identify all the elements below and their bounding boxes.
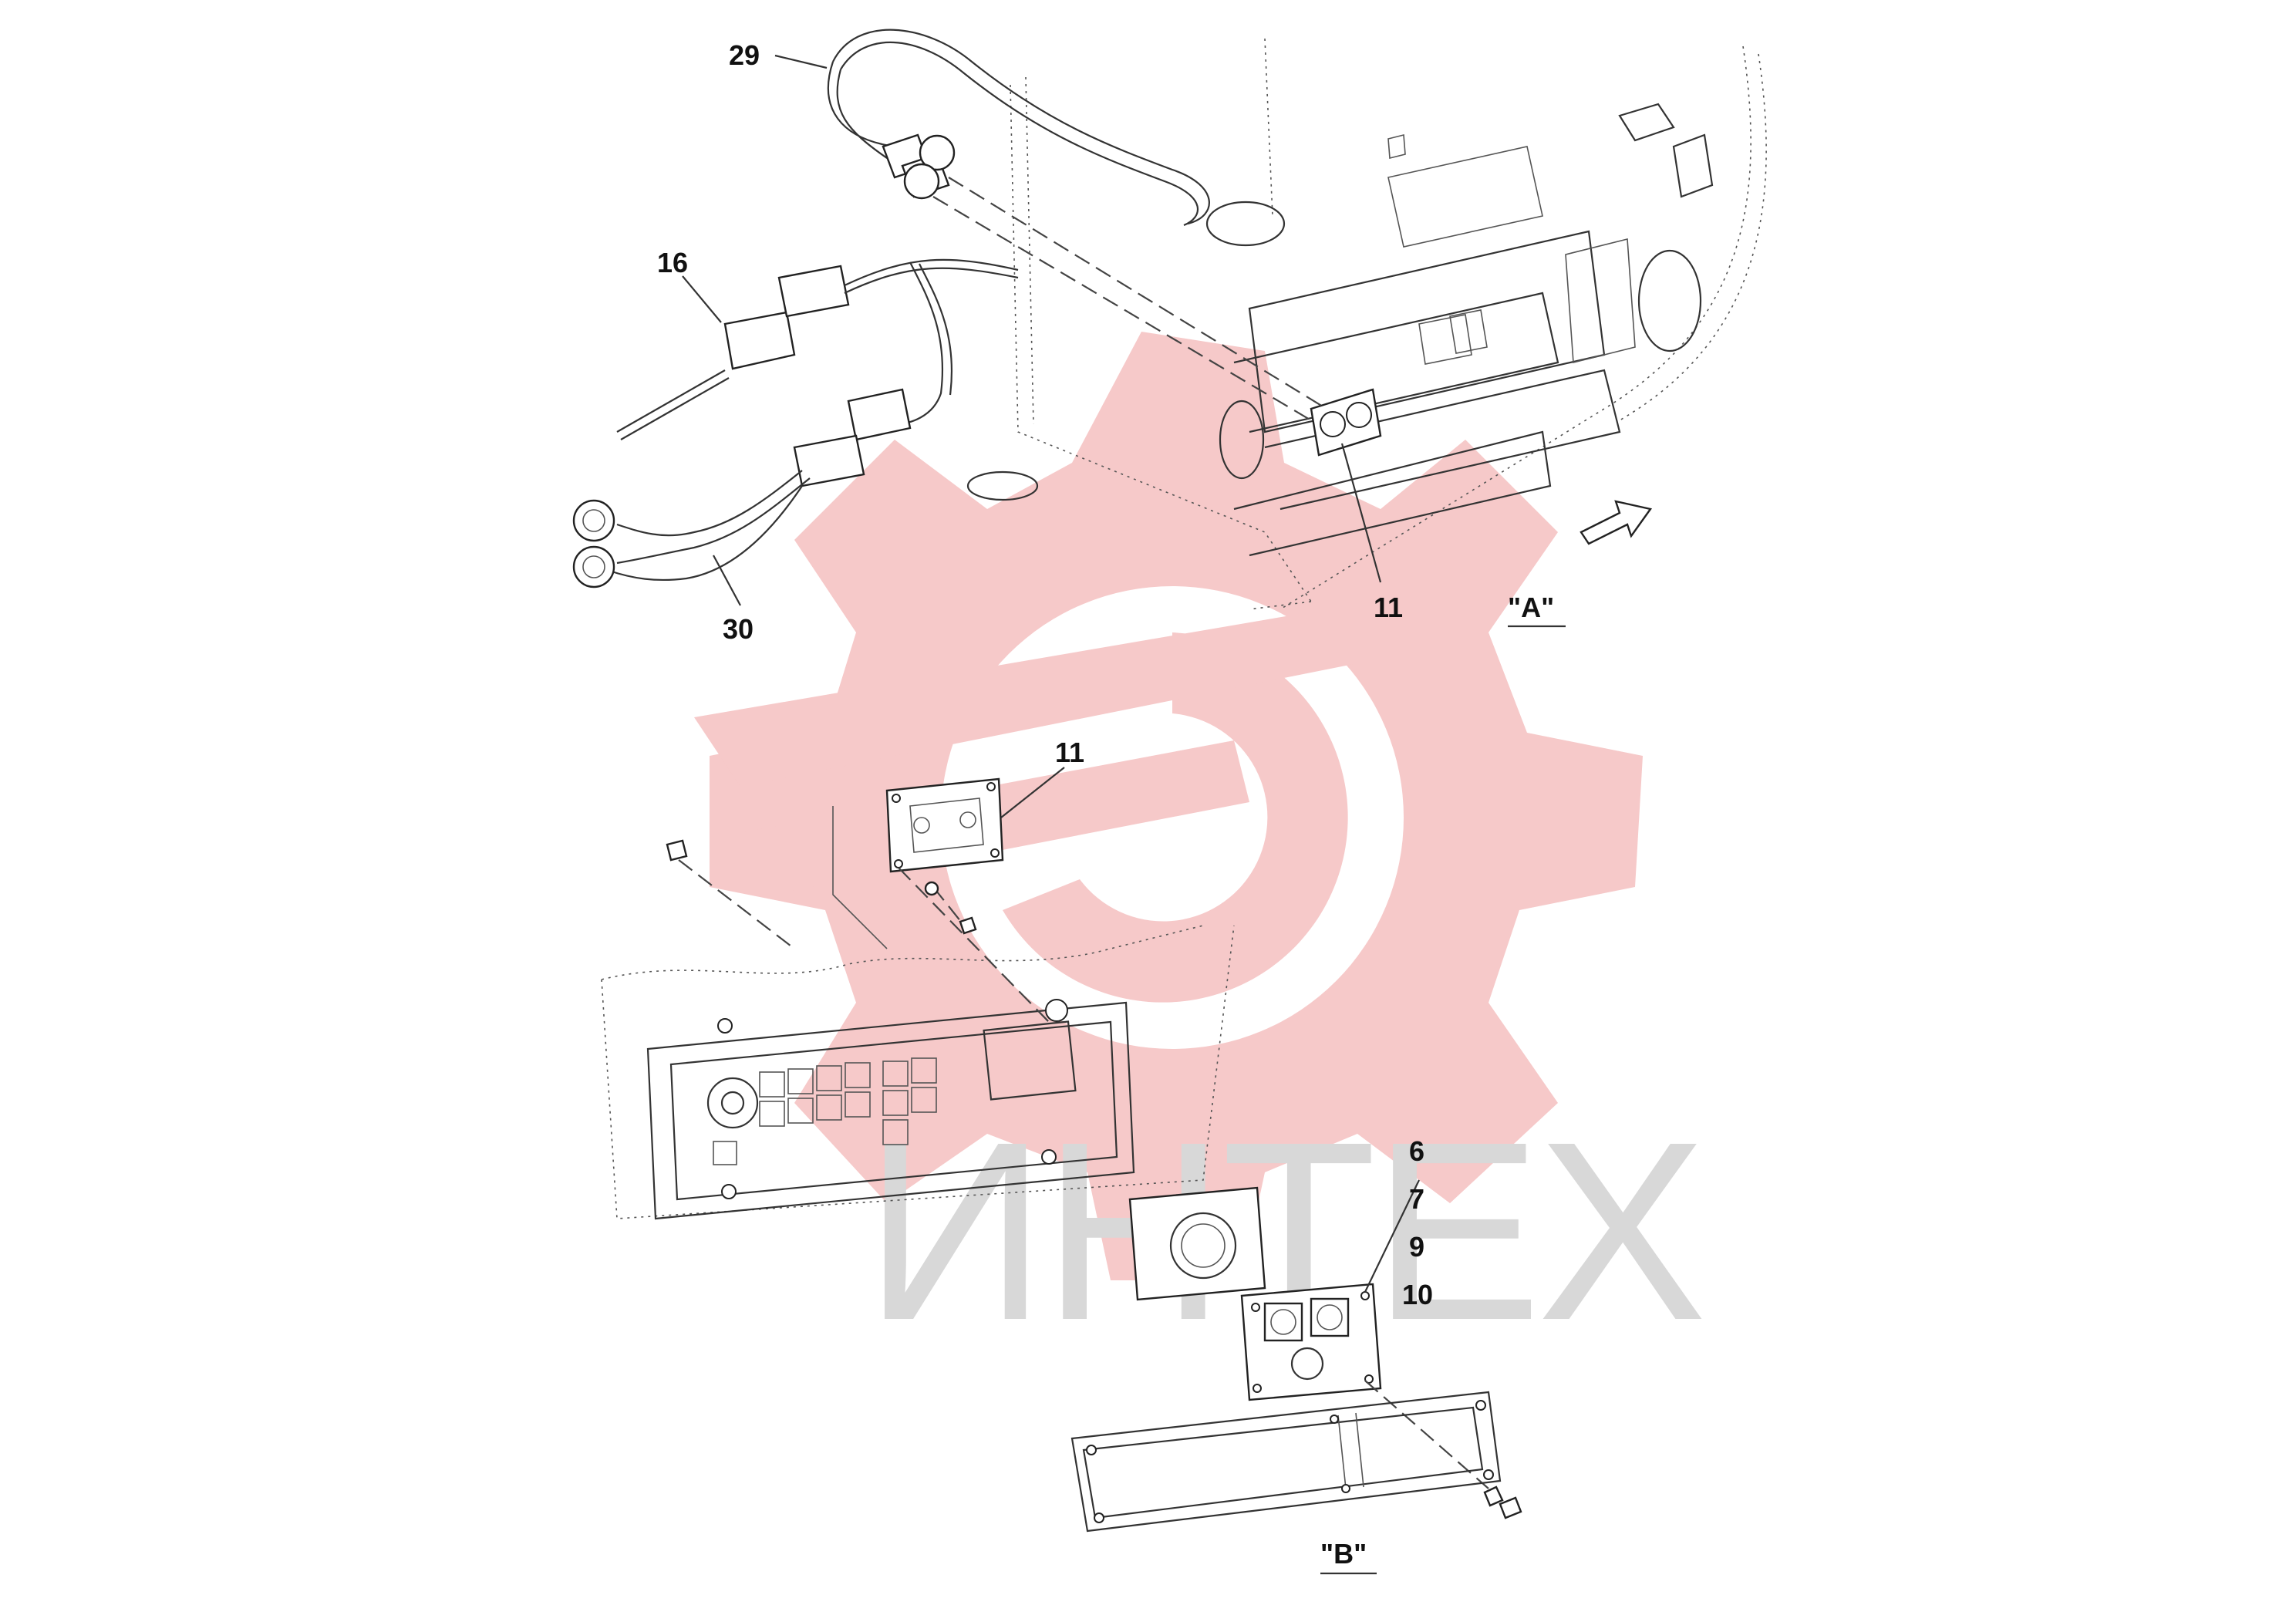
callout-16: 16 — [657, 247, 688, 278]
leader-6-7-9-10 — [1364, 1179, 1420, 1293]
view-a-direction-arrow — [1580, 500, 1653, 545]
callout-9: 9 — [1409, 1231, 1424, 1263]
callout-10: 10 — [1402, 1279, 1433, 1310]
cable-16 — [616, 258, 1019, 440]
callout-11-view-b: 11 — [1055, 737, 1084, 768]
view-b-plate-11 — [832, 777, 1050, 1023]
view-b-panel — [601, 925, 1235, 1220]
view-label-a: "A" — [1508, 592, 1554, 623]
panel-button-grid — [706, 1057, 937, 1165]
leader-11-view-a — [1340, 443, 1382, 583]
view-b-connector-plate — [1128, 1186, 1382, 1401]
cable-29 — [827, 29, 1210, 227]
callout-30: 30 — [723, 613, 754, 645]
callout-7: 7 — [1409, 1183, 1424, 1215]
screw-bottom — [1483, 1485, 1522, 1519]
bolt-left — [666, 839, 795, 949]
callout-29: 29 — [729, 39, 760, 71]
view-a-connector-plate — [1310, 388, 1382, 457]
cable-30 — [572, 388, 912, 588]
callout-11-view-a: 11 — [1374, 592, 1403, 623]
gasket-frame — [1070, 1391, 1502, 1533]
view-label-b: "B" — [1320, 1538, 1367, 1570]
callout-6: 6 — [1409, 1135, 1424, 1167]
leader-11-view-b — [1000, 767, 1065, 818]
